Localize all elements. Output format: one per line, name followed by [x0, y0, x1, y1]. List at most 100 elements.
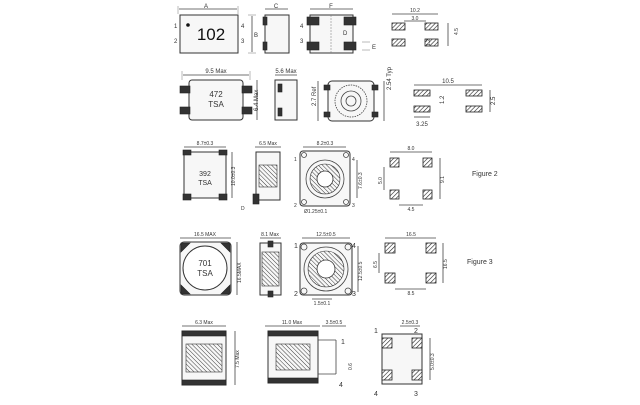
dim-width: 8.1 Max — [261, 232, 279, 238]
figure-label: Figure 3 — [467, 259, 493, 266]
dim-height: 7.5 Max — [235, 350, 241, 368]
pin-label: 3 — [241, 39, 245, 45]
dim-f: F — [329, 4, 333, 10]
dim-text: 3.25 — [416, 122, 428, 128]
row4-front-view: 16.5 MAX 701 TSA 16.5MAX — [179, 232, 243, 296]
row5-side-view: 11.0 Max 3.5±0.5 1 4 0.6 — [265, 320, 354, 389]
row2-front-view: 9.5 Max 472 TSA 6.4 Max — [179, 69, 260, 121]
dim-width: 12.5±0.5 — [316, 232, 336, 238]
part-code: TSA — [208, 100, 224, 109]
row3-top-view: 8.2±0.3 1 4 2 3 7.6±0.3 Ø1.25±0.1 — [294, 141, 364, 215]
solder-pad — [391, 22, 406, 31]
solder-pad — [465, 105, 483, 113]
row1-pad-layout: 10.2 3.0 4.5 1.2 — [391, 8, 460, 47]
dim-width: 6.3 Max — [195, 320, 213, 326]
part-code: 701 — [198, 259, 212, 268]
pin-label: 2 — [294, 203, 297, 209]
dim-pitch: 3.5±0.5 — [326, 320, 343, 326]
dim-height: 16.5MAX — [237, 262, 243, 283]
component-body — [179, 14, 239, 54]
pin-label: D — [241, 206, 245, 212]
dim-text: 1.2 — [426, 39, 432, 46]
pin-label: 4 — [339, 382, 343, 389]
dim-text: 8.5 — [408, 291, 415, 297]
row1-front-view: A 102 1 2 4 3 B — [174, 4, 258, 54]
pin-label: 3 — [352, 291, 356, 298]
solder-pad — [384, 242, 396, 254]
pin-label: 1 — [294, 157, 297, 163]
solder-pad — [413, 105, 431, 113]
dim-text: 10.2 — [410, 8, 420, 14]
pin-label: 1 — [174, 24, 178, 30]
dim-text: 2.5 — [491, 96, 497, 105]
pin-label: 1 — [374, 328, 378, 335]
pin-label: 4 — [352, 157, 355, 163]
pin-label: 2 — [174, 39, 178, 45]
dim-width: 6.5 Max — [259, 141, 277, 147]
pin-label: 4 — [374, 391, 378, 398]
pin1-dot — [186, 23, 190, 27]
row4-pad-layout: 16.5 6.5 16.5 8.5 Figure 3 — [373, 232, 493, 297]
dim-height: 2.7 Ref — [312, 86, 318, 106]
dim-text: 3.0 — [412, 16, 419, 22]
row4-top-view: 12.5±0.5 1 4 2 3 12.5±0.5 1.5±0.1 — [294, 232, 364, 307]
component-body — [183, 151, 227, 199]
solder-pad — [411, 337, 423, 349]
pin-label: 1 — [294, 243, 298, 250]
dim-lead: 0.6 — [348, 363, 354, 370]
dim-height: 12.5±0.5 — [358, 261, 364, 281]
pin-label: 4 — [241, 24, 245, 30]
dim-width: 9.5 Max — [205, 69, 226, 75]
row2-top-view: 2.7 Ref 2.54 Typ — [312, 66, 393, 122]
dim-text: 6.5 — [373, 261, 379, 268]
dim-text: 1.2 — [440, 95, 446, 104]
part-code: 472 — [209, 90, 223, 99]
solder-pad — [411, 369, 423, 381]
dim-height: 10.0±0.3 — [231, 166, 237, 186]
row3-pad-layout: 8.0 5.0 9.1 4.5 Figure 2 — [378, 146, 498, 213]
dim-width: 8.7±0.3 — [197, 141, 214, 147]
part-code: 392 — [199, 171, 211, 178]
pin-label: 3 — [352, 203, 355, 209]
pin-label: 3 — [300, 39, 304, 45]
part-code: TSA — [197, 269, 213, 278]
dim-width: 5.6 Max — [275, 69, 296, 75]
pin-label: 4 — [352, 243, 356, 250]
dim-height: 5.0±0.3 — [430, 353, 436, 370]
row2-pad-layout: 10.5 2.5 1.2 3.25 — [413, 79, 497, 128]
row5-front-view: 6.3 Max 7.5 Max — [181, 320, 241, 386]
dim-bottom: 1.5±0.1 — [314, 301, 331, 307]
solder-pad — [465, 89, 483, 97]
dim-c: C — [274, 4, 279, 10]
row5-bottom-view: 2.5±0.3 1 2 4 3 5.0±0.3 — [374, 320, 436, 398]
row3-front-view: 8.7±0.3 392 TSA 10.0±0.3 — [182, 141, 237, 201]
solder-pad — [389, 189, 400, 200]
dim-text: 10.5 — [442, 79, 454, 85]
solder-pad — [384, 272, 396, 284]
dim-text: 4.5 — [408, 207, 415, 213]
pin-label: 3 — [414, 391, 418, 398]
solder-pad — [425, 272, 437, 284]
dim-width: 8.2±0.3 — [317, 141, 334, 147]
pin-label: 2 — [294, 291, 298, 298]
dim-pitch: 2.54 Typ — [387, 66, 393, 90]
solder-pad — [391, 38, 406, 47]
solder-pad — [425, 242, 437, 254]
part-code: 102 — [197, 25, 225, 44]
row1-side-view: C — [262, 4, 290, 54]
dim-b: B — [254, 33, 258, 39]
solder-pad — [381, 337, 393, 349]
figure-label: Figure 2 — [472, 171, 498, 178]
dim-text: 8.0 — [408, 146, 415, 152]
pin-label: 1 — [341, 339, 345, 346]
dim-height: 6.4 Max — [254, 90, 260, 111]
row1-bottom-view: F D 4 3 E — [300, 4, 376, 54]
solder-pad — [424, 38, 439, 47]
dim-text: 9.1 — [440, 176, 446, 183]
dim-d: D — [343, 31, 348, 37]
dim-width: 11.0 Max — [282, 320, 303, 326]
row3-side-view: 6.5 Max D — [241, 141, 281, 212]
row2-side-view: 5.6 Max — [274, 69, 298, 121]
